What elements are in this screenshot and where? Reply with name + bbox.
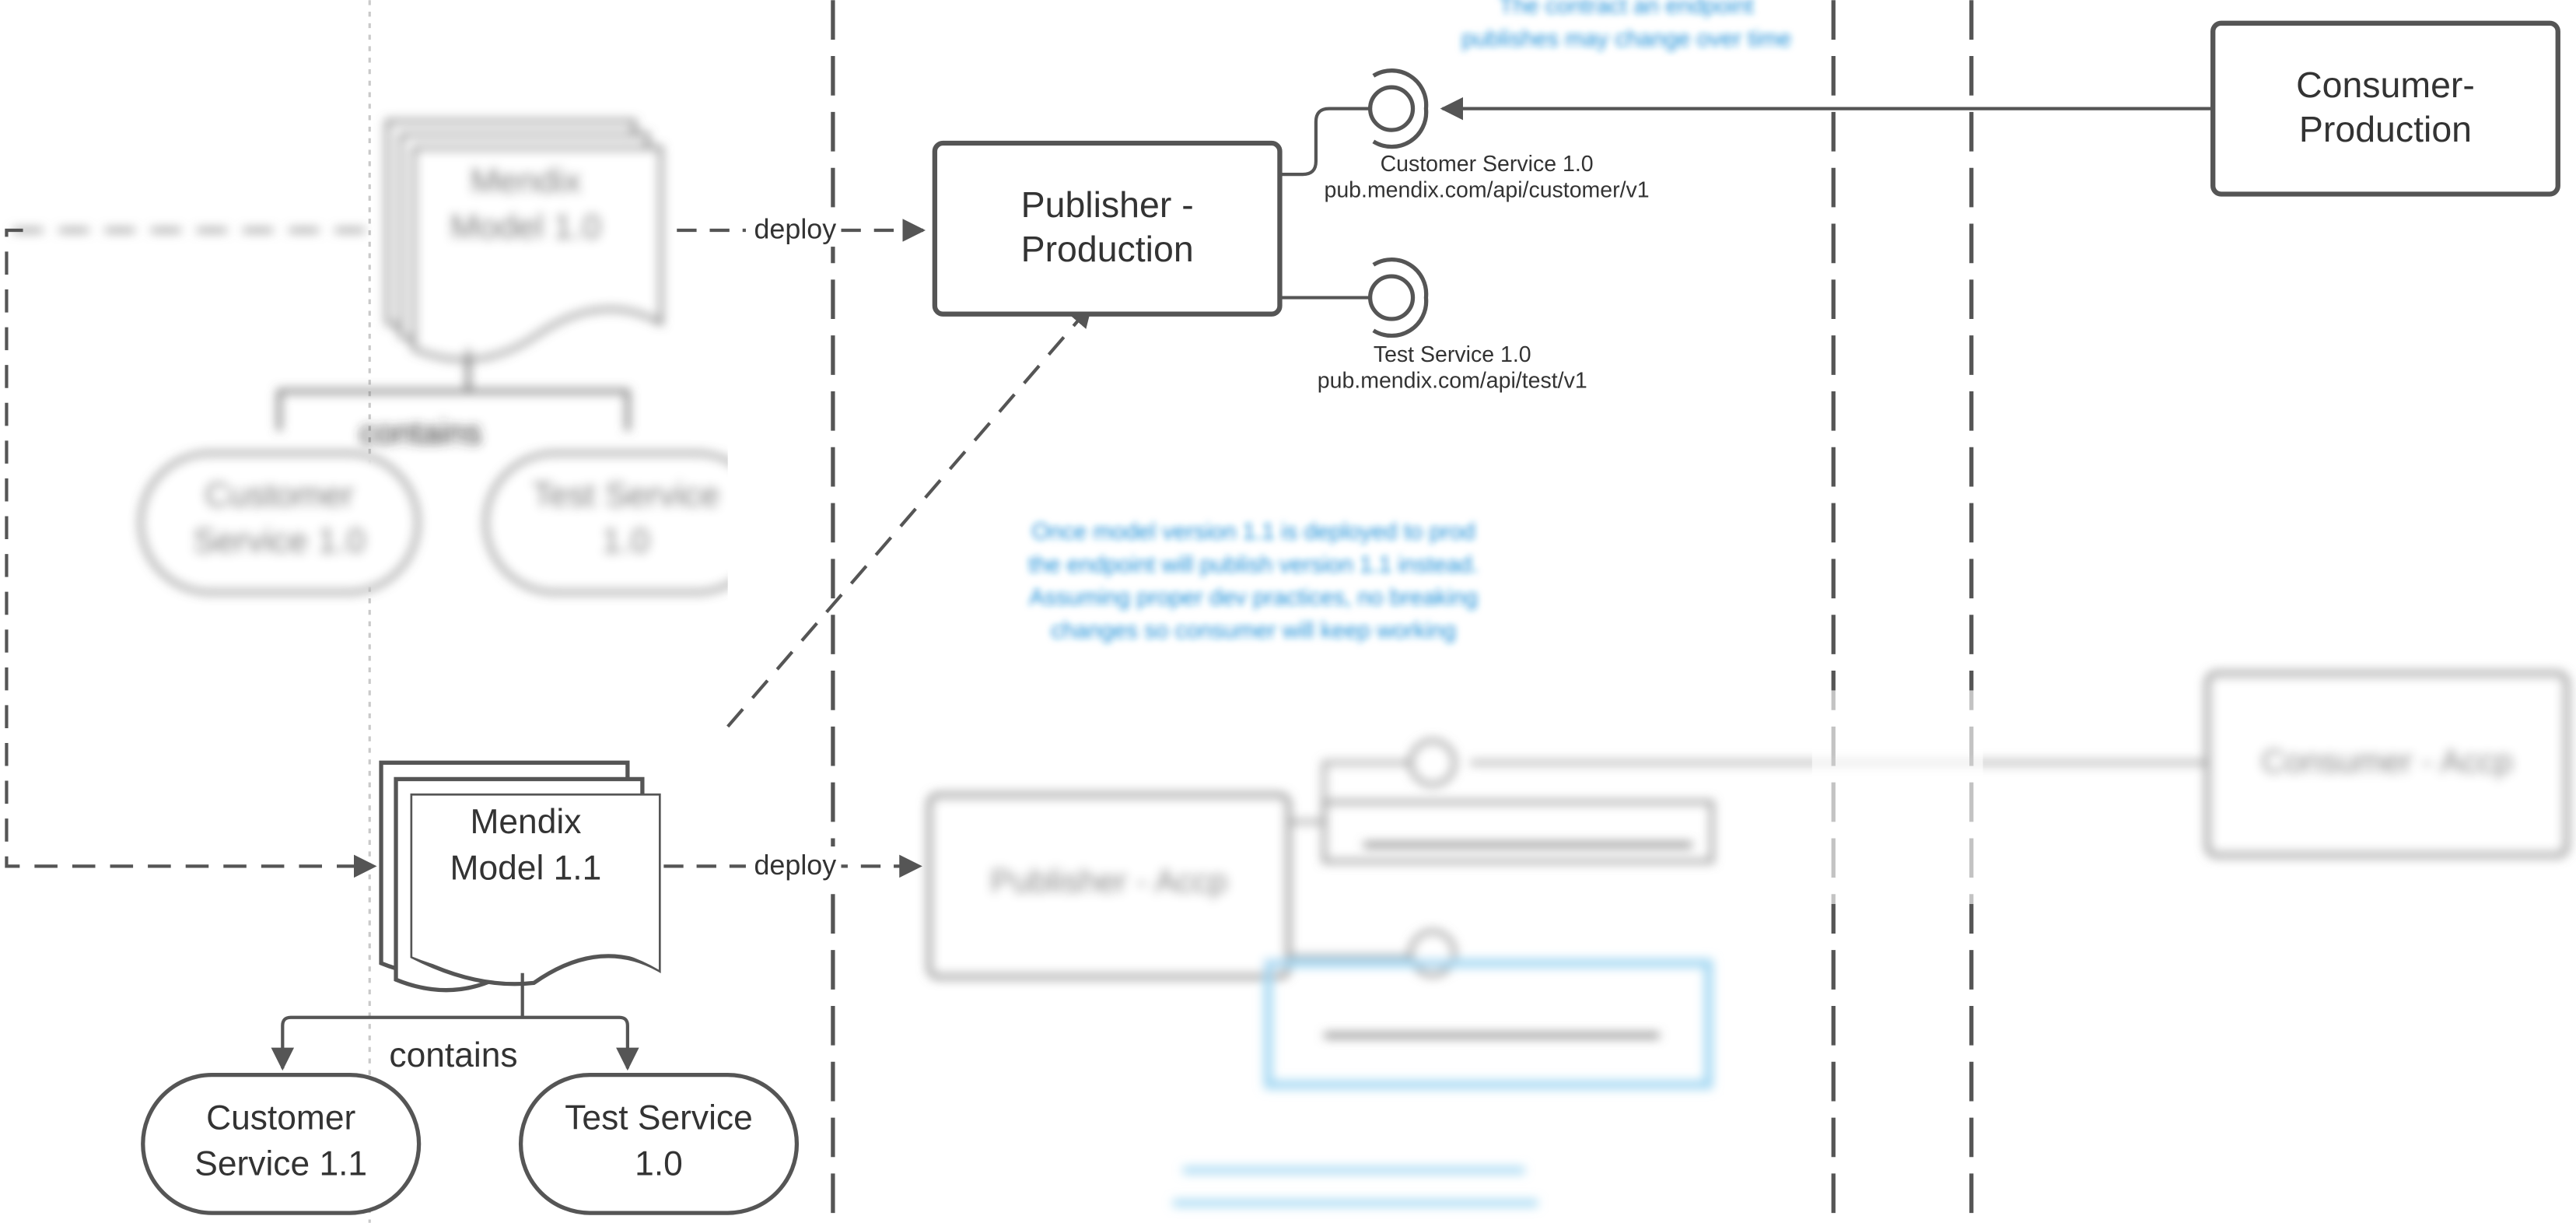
- model-old-document: Mendix Model 1.0: [385, 119, 663, 362]
- old-customer-service-line2: Service 1.0: [193, 522, 366, 560]
- model-old-line1: Mendix: [470, 162, 581, 200]
- customer-endpoint-name: Customer Service 1.0: [1381, 152, 1594, 177]
- new-deploy-label: deploy: [754, 850, 836, 881]
- test-endpoint-socket: [1372, 258, 1429, 338]
- mask: [727, 394, 830, 625]
- consumer-production-line1: Consumer-: [2296, 65, 2475, 105]
- model-new-line2: Model 1.1: [450, 849, 602, 887]
- model-old-line2: Model 1.0: [450, 209, 602, 247]
- test-endpoint-name: Test Service 1.0: [1374, 342, 1531, 367]
- consumer-acceptance-box: [2205, 671, 2569, 857]
- middle-note-line3: Assuming proper dev practices, no breaki…: [1029, 585, 1478, 611]
- old-test-service-line1: Test Service: [532, 476, 720, 514]
- deploy-label-bg: [745, 210, 842, 247]
- old-customer-service: [139, 451, 420, 594]
- contains-branch: [271, 1015, 639, 1071]
- lane-fade: [1811, 690, 1983, 904]
- top-note-line2: publishes may change over time: [1461, 26, 1791, 51]
- customer-endpoint-url: pub.mendix.com/api/customer/v1: [1324, 178, 1649, 203]
- model-new-line1: Mendix: [470, 803, 581, 841]
- model-old-contains: contains: [359, 415, 481, 451]
- top-note-line1: The contract an endpoint: [1500, 0, 1754, 19]
- consumer-production-line2: Production: [2299, 109, 2472, 149]
- middle-note-group: Once model version 1.1 is deployed to pr…: [1028, 519, 1478, 643]
- new-test-service: [518, 1073, 800, 1215]
- diagonal-deploy-arrow: [726, 303, 1093, 728]
- acceptance-highlight-box: [1264, 958, 1713, 1089]
- old-customer-service-line1: Customer: [205, 476, 354, 514]
- model-new-document: [379, 760, 661, 993]
- left-dashed-connector: [5, 228, 377, 878]
- old-deploy-label: deploy: [754, 214, 836, 245]
- acceptance-group: Publisher - Accp Consumer - Accp: [927, 671, 2569, 1207]
- customer-endpoint-socket: [1372, 68, 1429, 149]
- middle-note-line2: the endpoint will publish version 1.1 in…: [1028, 552, 1478, 577]
- old-test-service-line2: 1.0: [602, 522, 650, 560]
- publisher-acceptance-box: [927, 793, 1291, 979]
- new-customer-service: [141, 1073, 422, 1215]
- publisher-production-line1: Publisher -: [1021, 184, 1194, 225]
- model-new-contains: contains: [389, 1036, 517, 1074]
- customer-endpoint-connector: [1279, 107, 1370, 177]
- consumer-acceptance-label: Consumer - Accp: [2261, 743, 2513, 780]
- test-endpoint-url: pub.mendix.com/api/test/v1: [1318, 369, 1587, 394]
- new-customer-service-line1: Customer: [206, 1099, 355, 1137]
- customer-endpoint-icon: [1367, 85, 1416, 132]
- new-customer-service-line2: Service 1.1: [194, 1145, 367, 1183]
- publisher-production-line2: Production: [1021, 229, 1194, 269]
- new-test-service-line2: 1.0: [635, 1145, 683, 1183]
- publisher-acceptance-label: Publisher - Accp: [990, 863, 1227, 899]
- new-test-service-line1: Test Service: [565, 1099, 753, 1137]
- publisher-production-box: [932, 140, 1283, 317]
- middle-note-line1: Once model version 1.1 is deployed to pr…: [1032, 519, 1475, 545]
- new-deploy-label-bg: [745, 846, 842, 883]
- model-old-group: Mendix Model 1.0 contains Customer Servi…: [12, 119, 768, 594]
- middle-note-line4: changes so consumer will keep working: [1051, 618, 1456, 643]
- test-endpoint-icon: [1367, 274, 1416, 321]
